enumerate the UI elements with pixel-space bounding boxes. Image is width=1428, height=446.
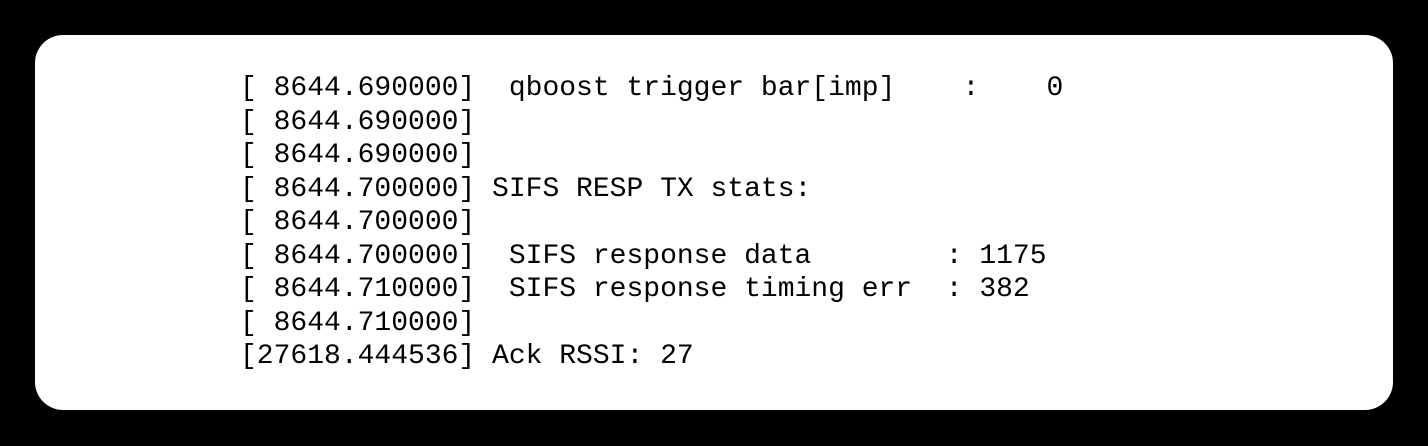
console-log-text-block: [ 8644.690000] qboost trigger bar[imp] :… — [240, 72, 1393, 410]
log-line: [ 8644.710000] — [240, 307, 476, 339]
log-line: [ 8644.690000] — [240, 140, 476, 171]
log-output-card: [ 8644.690000] qboost trigger bar[imp] :… — [35, 35, 1393, 410]
log-line: [27618.444536] Ack RSSI: 27 — [240, 341, 694, 372]
log-line: [ 8644.700000] — [240, 207, 476, 238]
log-line: [ 8644.690000] — [240, 106, 476, 138]
log-line: [ 8644.690000] qboost trigger bar[imp] :… — [240, 73, 1064, 104]
log-line: [ 8644.700000] SIFS response data : 1175 — [240, 240, 1047, 272]
log-line: [ 8644.700000] SIFS RESP TX stats: — [240, 173, 812, 205]
log-line: [ 8644.710000] SIFS response timing err … — [240, 274, 1030, 305]
